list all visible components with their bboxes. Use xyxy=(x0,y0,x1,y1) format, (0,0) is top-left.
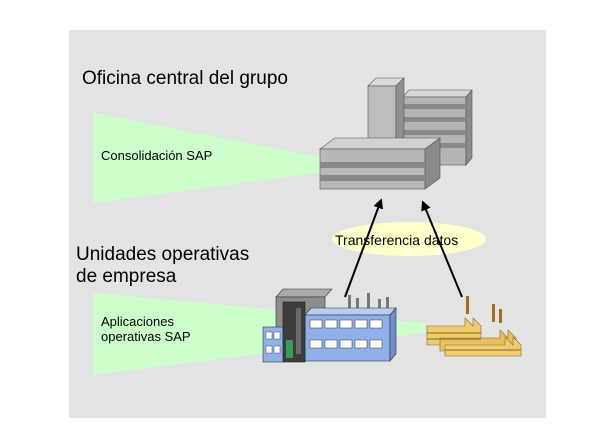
business-units-title-line1: Unidades operativas xyxy=(76,244,250,265)
business-units-title-line2: de empresa xyxy=(76,265,177,287)
ops-apps-label-line2: operativas SAP xyxy=(101,328,191,344)
transfer-label: Transferencia datos xyxy=(335,232,459,248)
ops-apps-label-line1: Aplicaciones xyxy=(101,314,174,329)
ops-apps-beam xyxy=(93,293,425,375)
consolidation-beam xyxy=(93,113,325,203)
factory-building-icon xyxy=(262,288,397,363)
hq-title: Oficina central del grupo xyxy=(82,68,288,89)
consolidation-label: Consolidación SAP xyxy=(101,148,213,163)
business-units-title: Unidades operativas de empresa xyxy=(76,244,249,288)
ops-apps-label: Aplicaciones operativas SAP xyxy=(101,314,191,345)
transfer-arrow-right xyxy=(421,200,463,298)
office-building-icon xyxy=(319,77,473,190)
small-factories-icon xyxy=(426,296,522,357)
transfer-arrow-left xyxy=(344,198,383,298)
